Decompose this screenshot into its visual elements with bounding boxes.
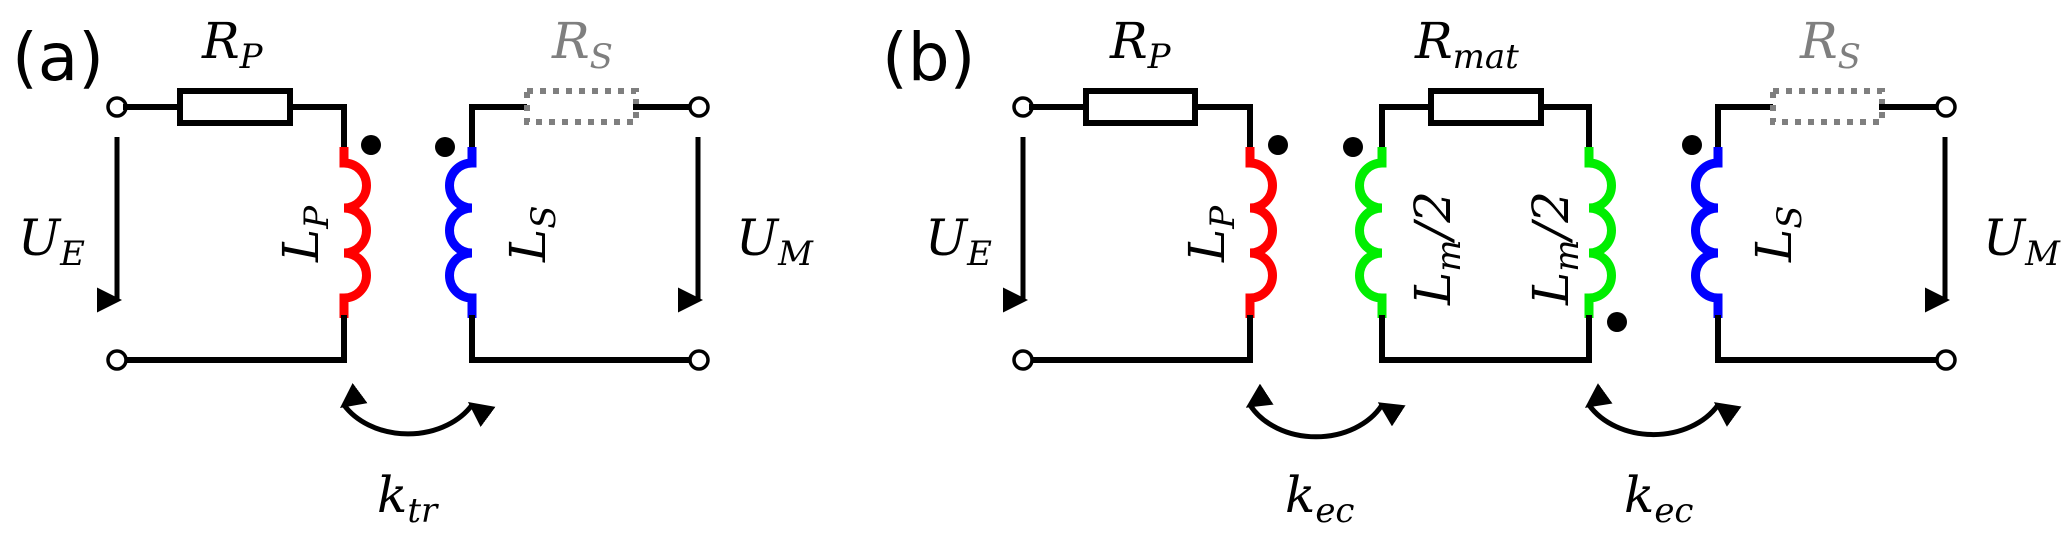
resistor-rp-a [177, 88, 293, 126]
inductor-ls-a [445, 147, 477, 318]
resistor-rp-b [1083, 88, 1198, 126]
wire [469, 315, 693, 363]
panel-b-label: (b) [882, 19, 975, 96]
panel-a-label: (a) [12, 19, 104, 96]
resistor-rs-a [524, 88, 639, 125]
label-rp-a: RP [201, 12, 264, 77]
terminal-output-top-b [1935, 96, 1957, 118]
label-rp-b: RP [1109, 12, 1172, 77]
inductor-lm-left [1355, 147, 1387, 318]
polarity-dot [1682, 135, 1702, 155]
inductor-lp-a [339, 147, 371, 318]
label-rs-a: RS [551, 12, 613, 77]
coupling-arrow-ktr [339, 383, 496, 437]
wire [1715, 315, 1940, 363]
coupling-arrow-kec-right [1584, 383, 1742, 438]
wire [287, 104, 347, 150]
label-ue-b: UE [925, 209, 992, 274]
terminal-input-bottom-b [1012, 349, 1034, 371]
label-ue-a: UE [18, 209, 85, 274]
label-rmat: Rmat [1414, 12, 1519, 77]
wire [1379, 315, 1592, 363]
wire [1379, 104, 1434, 150]
wire [1028, 315, 1253, 363]
label-ls-b: LS [1745, 206, 1810, 264]
inductor-lp-b [1245, 147, 1277, 318]
panel-b: (b) RP LP UE Lm/2 Rmat [882, 12, 2061, 531]
label-kec-right: kec [1624, 466, 1693, 531]
wire [1538, 104, 1592, 150]
terminal-input-bottom-a [106, 349, 128, 371]
inductor-ls-b [1691, 147, 1723, 318]
label-ktr: ktr [377, 466, 439, 531]
panel-a: (a) RP LP LS RS [12, 12, 814, 531]
label-ls-a: LS [499, 206, 564, 264]
label-lm-left: Lm/2 [1404, 191, 1469, 306]
wire [1192, 104, 1253, 150]
polarity-dot [1343, 137, 1363, 157]
terminal-output-bottom-a [688, 349, 710, 371]
label-lm-right: Lm/2 [1522, 191, 1587, 306]
polarity-dot [1607, 312, 1627, 332]
terminal-output-bottom-b [1935, 349, 1957, 371]
label-um-a: UM [736, 209, 814, 274]
inductor-lm-right [1584, 147, 1616, 318]
label-um-b: UM [1983, 209, 2061, 274]
polarity-dot [435, 137, 455, 157]
coupling-arrow-kec-left [1245, 383, 1406, 440]
wire [469, 104, 529, 150]
label-lp-a: LP [272, 205, 337, 263]
polarity-dot [361, 135, 381, 155]
wire [1715, 104, 1775, 150]
polarity-dot [1268, 135, 1288, 155]
resistor-rs-b [1770, 88, 1885, 125]
terminal-output-top-a [688, 96, 710, 118]
label-rs-b: RS [1799, 12, 1861, 77]
label-lp-b: LP [1178, 205, 1243, 263]
resistor-rmat [1428, 88, 1544, 126]
label-kec-left: kec [1285, 466, 1354, 531]
